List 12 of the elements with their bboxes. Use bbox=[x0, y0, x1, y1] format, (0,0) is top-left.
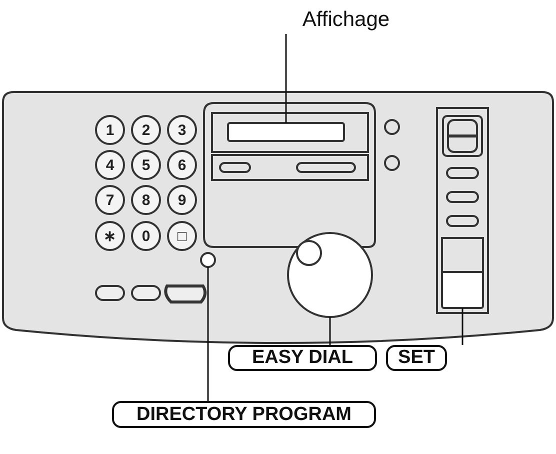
easy-dial-knob bbox=[287, 232, 373, 318]
small-button bbox=[200, 252, 216, 268]
display-label: Affichage bbox=[296, 6, 396, 34]
button-label: DIRECTORY PROGRAM bbox=[112, 401, 376, 428]
button-label: SET bbox=[386, 345, 447, 371]
leader-line bbox=[329, 317, 331, 345]
leader-line bbox=[207, 267, 209, 401]
set-button bbox=[441, 237, 484, 309]
leader-line bbox=[285, 34, 287, 123]
lcd-display bbox=[227, 122, 345, 142]
leader-line bbox=[462, 308, 464, 345]
button-label: EASY DIAL bbox=[228, 345, 377, 371]
